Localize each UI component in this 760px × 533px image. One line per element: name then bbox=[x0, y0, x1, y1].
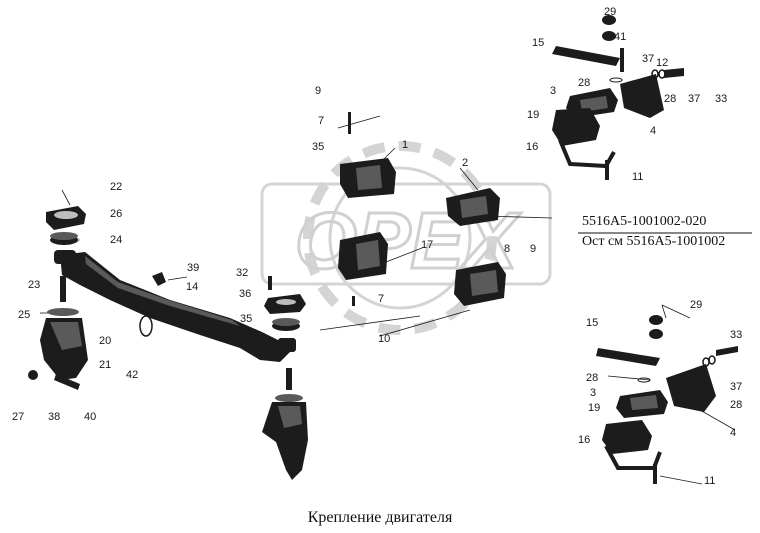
callout: 37 bbox=[730, 381, 742, 393]
callout: 39 bbox=[187, 262, 199, 274]
callout: 15 bbox=[532, 37, 544, 49]
callout: 16 bbox=[526, 141, 538, 153]
callout: 12 bbox=[656, 57, 668, 69]
callout: 41 bbox=[614, 31, 626, 43]
callout: 4 bbox=[650, 125, 656, 137]
bolt-39 bbox=[152, 272, 166, 286]
watermark-logo: OPEX bbox=[260, 141, 552, 335]
left-lower-cushion bbox=[28, 276, 88, 390]
callout: 21 bbox=[99, 359, 111, 371]
callout: 36 bbox=[239, 288, 251, 300]
watermark-gear-inner bbox=[328, 166, 472, 310]
diagram-title: Крепление двигателя bbox=[307, 509, 453, 526]
callout: 7 bbox=[378, 293, 384, 305]
callout: 33 bbox=[715, 93, 727, 105]
callout: 37 bbox=[642, 53, 654, 65]
callout: 38 bbox=[48, 411, 60, 423]
callout: 1 bbox=[402, 139, 408, 151]
center-mount-stack bbox=[264, 276, 355, 352]
callout: 27 bbox=[12, 411, 24, 423]
front-cross-bracket bbox=[52, 236, 290, 362]
callout: 33 bbox=[730, 329, 742, 341]
callout: 23 bbox=[28, 279, 40, 291]
callout: 28 bbox=[730, 399, 742, 411]
callout: 29 bbox=[690, 299, 702, 311]
watermark-frame bbox=[260, 182, 552, 286]
callout: 25 bbox=[18, 309, 30, 321]
center-lower-cushion bbox=[262, 368, 308, 480]
callout: 19 bbox=[527, 109, 539, 121]
left-mount-stack bbox=[46, 206, 86, 264]
callout: 22 bbox=[110, 181, 122, 193]
callout: 2 bbox=[462, 157, 468, 169]
callout: 20 bbox=[99, 335, 111, 347]
ring-part bbox=[139, 315, 153, 337]
callout: 9 bbox=[315, 85, 321, 97]
callout: 28 bbox=[664, 93, 676, 105]
lower-right-assembly bbox=[596, 315, 738, 484]
callout: 16 bbox=[578, 434, 590, 446]
callout: 35 bbox=[312, 141, 324, 153]
callout: 3 bbox=[590, 387, 596, 399]
upper-mount-blocks bbox=[338, 112, 506, 306]
callout: 26 bbox=[110, 208, 122, 220]
callout: 10 bbox=[378, 333, 390, 345]
callout: 4 bbox=[730, 427, 736, 439]
callout: 37 bbox=[688, 93, 700, 105]
callout: 28 bbox=[578, 77, 590, 89]
callout: 19 bbox=[588, 402, 600, 414]
callout-labels: 29 41 15 37 12 3 28 28 37 33 19 4 16 11 … bbox=[12, 6, 742, 487]
callout: 28 bbox=[586, 372, 598, 384]
upper-right-assembly bbox=[552, 15, 684, 180]
callout: 35 bbox=[240, 313, 252, 325]
callout: 42 bbox=[126, 369, 138, 381]
callout: 32 bbox=[236, 267, 248, 279]
callout: 3 bbox=[550, 85, 556, 97]
assembly-designation: 5516А5-1001002-020 bbox=[582, 214, 707, 229]
callout: 8 bbox=[504, 243, 510, 255]
callout: 14 bbox=[186, 281, 198, 293]
assembly-designation-alt: Ост см 5516А5-1001002 bbox=[582, 234, 726, 249]
callout: 11 bbox=[704, 475, 715, 487]
callout: 29 bbox=[604, 6, 616, 18]
callout: 24 bbox=[110, 234, 122, 246]
callout: 7 bbox=[318, 115, 324, 127]
callout: 11 bbox=[632, 171, 643, 183]
callout: 15 bbox=[586, 317, 598, 329]
callout: 40 bbox=[84, 411, 96, 423]
callout: 9 bbox=[530, 243, 536, 255]
callout: 17 bbox=[421, 239, 433, 251]
